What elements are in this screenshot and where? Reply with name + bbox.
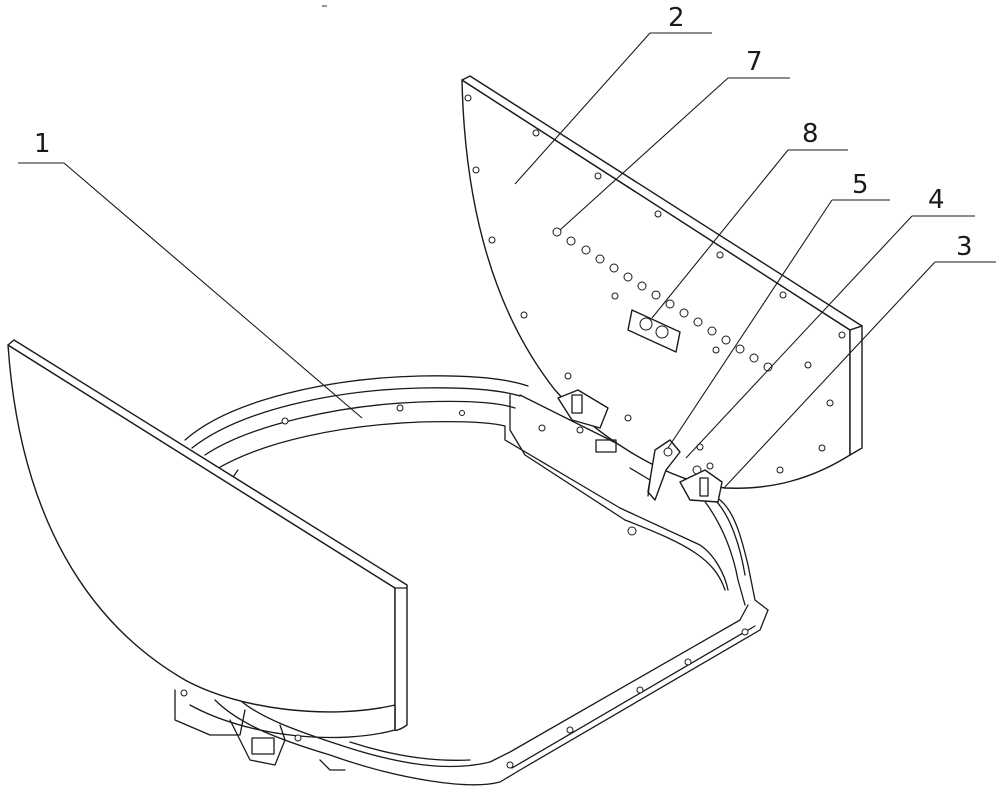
callout-label-1: 1 xyxy=(34,129,51,159)
left-panel xyxy=(7,339,408,742)
callout-label-4: 4 xyxy=(928,185,945,215)
bolt-row xyxy=(552,227,773,372)
callout-label-5: 5 xyxy=(852,170,869,200)
hinge-right-part-3 xyxy=(679,469,723,503)
callout-leaders xyxy=(18,32,996,489)
callout-label-3: 3 xyxy=(956,232,973,262)
callout-label-8: 8 xyxy=(802,119,819,149)
connector-block xyxy=(627,309,681,353)
callout-label-2: 2 xyxy=(668,3,685,33)
callout-label-7: 7 xyxy=(746,47,763,77)
latch-part-4 xyxy=(692,462,714,475)
hinge-left xyxy=(557,389,617,453)
base-frame xyxy=(174,375,769,786)
frame-holes xyxy=(281,404,749,769)
latch-part-5 xyxy=(629,439,681,501)
